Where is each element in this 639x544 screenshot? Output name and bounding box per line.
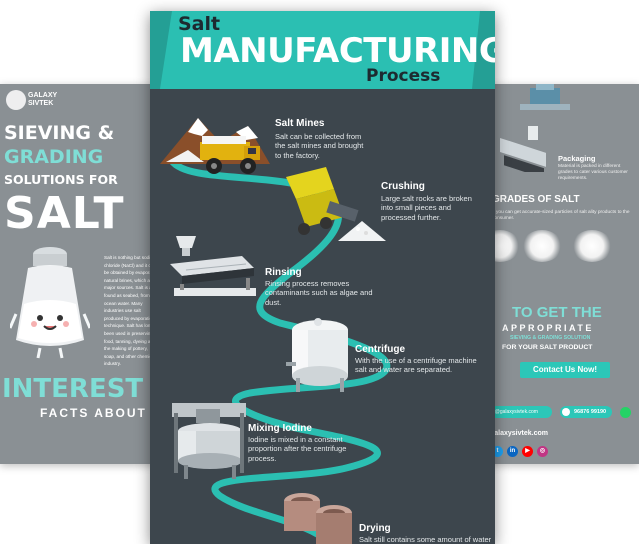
whatsapp-icon[interactable] bbox=[620, 407, 631, 418]
appropriate-heading: APPROPRIATE bbox=[502, 323, 594, 333]
contact-us-button[interactable]: Contact Us Now! bbox=[520, 362, 610, 378]
youtube-icon[interactable]: ▶ bbox=[522, 446, 533, 457]
centrifuge-tank-icon bbox=[286, 318, 348, 392]
step-mixing-iodine-title: Mixing Iodine bbox=[248, 423, 312, 434]
crusher-machine-icon bbox=[286, 167, 386, 241]
title-manufacturing: MANUFACTURING bbox=[180, 31, 495, 71]
step-crushing-desc: Large salt rocks are broken into small p… bbox=[381, 194, 472, 222]
left-headline-grading: GRADING bbox=[4, 146, 104, 168]
left-headline-sieving: SIEVING & bbox=[4, 122, 115, 144]
to-get-heading: TO GET THE bbox=[512, 304, 602, 321]
email-link[interactable]: o@galaxysivtek.com bbox=[486, 406, 552, 418]
title-banner-accent bbox=[150, 11, 495, 89]
title-process: Process bbox=[366, 66, 441, 86]
main-poster: Salt MANUFACTURING Process Salt Mines Sa… bbox=[150, 11, 495, 544]
salt-mine-truck-icon bbox=[160, 118, 270, 174]
step-centrifuge-desc: With the use of a centrifuge machine sal… bbox=[355, 356, 477, 375]
galaxy-logo-icon bbox=[6, 90, 26, 110]
linkedin-icon[interactable]: in bbox=[507, 446, 518, 457]
salt-shaker-icon bbox=[10, 247, 90, 359]
packaging-title: Packaging bbox=[558, 154, 596, 163]
for-product-text: FOR YOUR SALT PRODUCT bbox=[502, 344, 593, 351]
salt-grade-coarse-icon bbox=[572, 230, 612, 262]
phone-link[interactable]: 96876 99190 bbox=[560, 406, 612, 418]
twitter-icon[interactable]: t bbox=[492, 446, 503, 457]
step-mixing-iodine-desc: Iodine is mixed in a constant proportion… bbox=[248, 435, 347, 463]
step-salt-mines-title: Salt Mines bbox=[275, 118, 325, 129]
sieving-solution-text: SIEVING & GRADING SOLUTION bbox=[510, 335, 591, 341]
right-poster: Packaging Material is packed in differen… bbox=[480, 84, 639, 464]
step-crushing-title: Crushing bbox=[381, 181, 425, 192]
grades-desc: n you can get accurate-sized particles o… bbox=[492, 210, 630, 221]
phone-icon bbox=[562, 408, 570, 416]
website-link[interactable]: galaxysivtek.com bbox=[490, 430, 548, 437]
left-headline-solutions: SOLUTIONS FOR bbox=[4, 172, 118, 187]
step-drying-desc: Salt still contains some amount of water bbox=[359, 535, 492, 544]
instagram-icon[interactable]: ◎ bbox=[537, 446, 548, 457]
step-drying-title: Drying bbox=[359, 523, 391, 534]
packaging-machine-icon bbox=[500, 126, 546, 172]
title-salt: Salt bbox=[178, 13, 221, 35]
left-headline-salt: SALT bbox=[4, 188, 125, 239]
left-interesting-heading: INTEREST bbox=[2, 374, 144, 404]
grades-title: GRADES OF SALT bbox=[492, 194, 580, 205]
left-body-text: Salt is nothing but sodium chloride (NaC… bbox=[104, 255, 160, 367]
drying-drums-icon bbox=[284, 493, 352, 544]
step-rinsing-desc: Rinsing process removes contaminants suc… bbox=[265, 279, 373, 307]
packaging-desc: Material is packed in different grades t… bbox=[558, 164, 628, 181]
left-poster: GALAXY SIVTEK SIEVING & GRADING SOLUTION… bbox=[0, 84, 160, 464]
left-logo-text: GALAXY SIVTEK bbox=[28, 92, 58, 107]
rinsing-machine-icon bbox=[170, 236, 256, 296]
phone-number: 96876 99190 bbox=[574, 409, 607, 415]
iodine-mixer-icon bbox=[172, 403, 246, 479]
left-facts-heading: FACTS ABOUT bbox=[40, 406, 147, 420]
salt-grade-medium-icon bbox=[522, 230, 562, 262]
step-centrifuge-title: Centrifuge bbox=[355, 344, 405, 355]
step-salt-mines-desc: Salt can be collected from the salt mine… bbox=[275, 132, 364, 160]
top-machine-icon bbox=[520, 84, 570, 110]
title-banner bbox=[150, 11, 495, 89]
step-rinsing-title: Rinsing bbox=[265, 267, 302, 278]
